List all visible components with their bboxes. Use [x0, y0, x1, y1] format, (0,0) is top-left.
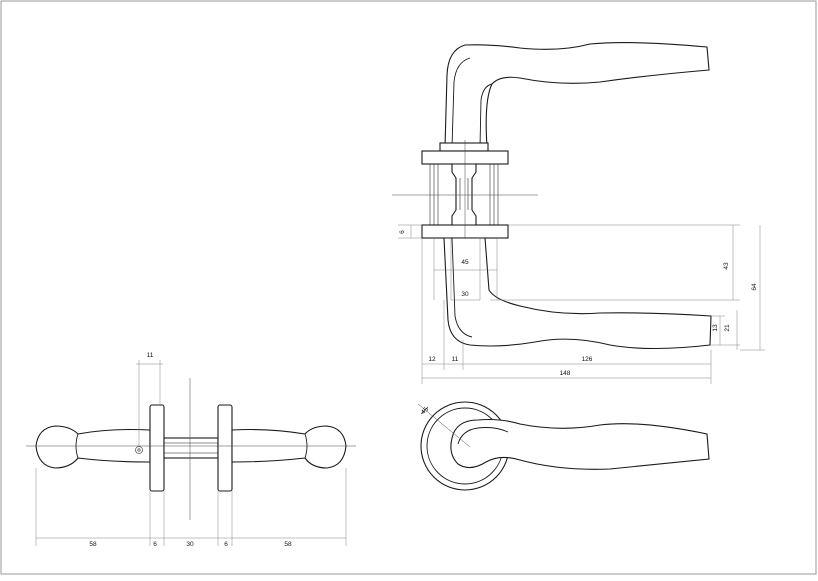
side-view-dimensions — [35, 360, 347, 546]
dim-left-lever: 58 — [89, 541, 97, 548]
dim-overall-length: 148 — [560, 370, 571, 377]
dim-tip-offset: 21 — [724, 324, 731, 332]
side-set-screw — [135, 446, 143, 454]
lower-lever-inner-line — [451, 237, 473, 338]
dim-rose-thickness: 6 — [399, 230, 406, 234]
upper-collar — [439, 142, 489, 152]
front-view: 45 — [417, 401, 710, 491]
top-view-rose-assembly — [392, 140, 538, 245]
top-view-lower-handle — [443, 237, 712, 350]
dim-right-lever: 58 — [284, 541, 292, 548]
dim-backplate-width: 45 — [461, 259, 469, 266]
upper-lever-outline — [444, 41, 710, 148]
top-view-dimensions — [398, 224, 765, 384]
top-view-upper-handle — [439, 41, 710, 152]
front-lever-detail — [457, 427, 509, 445]
front-angle-label: 45 — [420, 406, 430, 416]
front-lever-outline — [450, 418, 710, 470]
upper-lever-inner-line-2 — [479, 83, 493, 148]
top-view-dimension-labels: 6 45 30 43 64 13 21 12 11 126 148 — [399, 230, 758, 377]
side-view — [26, 378, 356, 520]
upper-lever-inner-line — [451, 57, 471, 148]
dim-left-rose: 6 — [153, 541, 157, 548]
dim-door-thickness: 30 — [186, 541, 194, 548]
dim-tip-thickness: 13 — [712, 324, 719, 332]
side-view-dimension-labels: 11 58 6 30 6 58 — [89, 352, 292, 548]
dim-neck-width: 11 — [452, 356, 459, 363]
dim-rose-offset: 12 — [428, 356, 436, 363]
dim-knob-offset: 11 — [147, 352, 154, 359]
dim-spindle-width: 30 — [461, 291, 469, 298]
side-right-lever — [231, 425, 347, 469]
side-left-lever — [35, 425, 151, 469]
side-left-rose — [149, 404, 165, 492]
dim-overall-height: 64 — [751, 283, 758, 291]
side-spindle — [163, 437, 219, 459]
dim-lever-height: 43 — [723, 262, 730, 270]
angle-marker-line — [417, 403, 471, 448]
spindle-body — [451, 163, 477, 226]
dim-right-rose: 6 — [224, 541, 228, 548]
lower-lever-outline — [443, 237, 712, 350]
side-right-rose — [217, 404, 233, 492]
dim-lever-length: 126 — [582, 356, 593, 363]
